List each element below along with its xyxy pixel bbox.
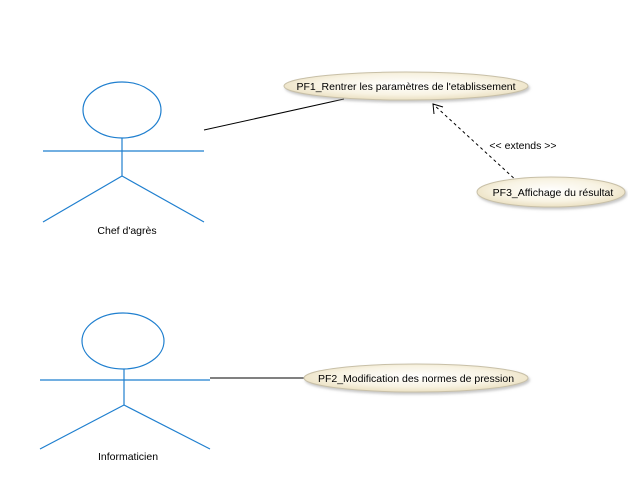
- actor-right-leg: [121, 175, 205, 223]
- extend-stereotype-label: << extends >>: [489, 140, 556, 152]
- extend-arrowhead: [432, 103, 444, 115]
- use-case-pf3[interactable]: PF3_Affichage du résultat: [476, 176, 626, 208]
- association-line-chef-pf1: [203, 98, 345, 131]
- actor-left-leg: [42, 175, 123, 223]
- use-case-pf1[interactable]: PF1_Rentrer les paramètres de l'etabliss…: [283, 71, 529, 101]
- actor-right-leg: [123, 404, 211, 450]
- use-case-label: PF1_Rentrer les paramètres de l'etabliss…: [296, 81, 515, 93]
- use-case-label: PF2_Modification des normes de pression: [318, 373, 514, 385]
- extend-relationship: << extends >>: [432, 103, 557, 183]
- use-case-pf2[interactable]: PF2_Modification des normes de pression: [303, 363, 529, 393]
- use-case-shape: [283, 71, 529, 101]
- use-case-label: PF3_Affichage du résultat: [493, 187, 614, 199]
- extend-line: [432, 103, 519, 183]
- actor-left-leg: [39, 404, 125, 450]
- actor-head: [81, 312, 165, 370]
- actor-chef-dagres[interactable]: Chef d'agrès: [42, 81, 205, 237]
- actor-informaticien[interactable]: Informaticien: [39, 312, 211, 463]
- actor-label: Chef d'agrès: [97, 225, 156, 237]
- use-case-shape: [303, 363, 529, 393]
- actor-label: Informaticien: [98, 451, 158, 463]
- use-case-shape: [476, 176, 626, 208]
- actor-head: [82, 81, 162, 139]
